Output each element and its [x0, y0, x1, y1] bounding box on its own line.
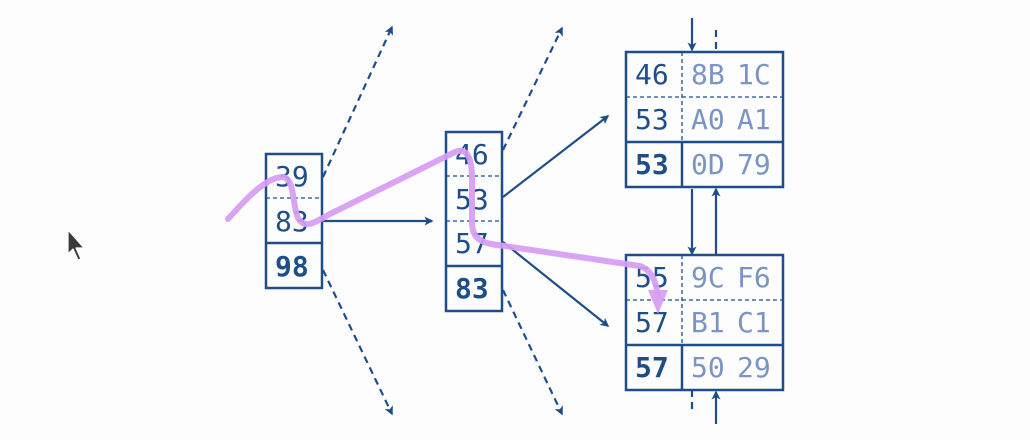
leaf-value: 50	[691, 351, 725, 384]
root-edge-up	[322, 25, 393, 178]
leaf-value: A0	[691, 103, 725, 136]
internal-edge-up	[502, 26, 563, 151]
leaf-key: 53	[635, 103, 669, 136]
leaf-value: 8B	[691, 58, 725, 91]
leaf-value: F6	[737, 261, 771, 294]
leaf-key: 57	[635, 306, 669, 339]
internal-key-max: 83	[455, 272, 489, 305]
leaf-key: 46	[635, 58, 669, 91]
edges	[322, 18, 721, 424]
search-path	[225, 147, 668, 314]
leaf-value: C1	[737, 306, 771, 339]
leaf-value: 79	[737, 148, 771, 181]
leaf-value: A1	[737, 103, 771, 136]
leaf-key-max: 53	[635, 148, 669, 181]
internal-edge-leaf-bottom	[502, 241, 610, 327]
leaf-node-top: 46 8B 1C 53 A0 A1 53 0D 79	[624, 50, 785, 189]
leaf-value: B1	[691, 306, 725, 339]
leaf-value: 29	[737, 351, 771, 384]
internal-edge-leaf-top	[502, 115, 610, 198]
root-edge-down	[322, 269, 393, 416]
leaf-value: 0D	[691, 148, 725, 181]
root-key-max: 98	[275, 250, 309, 283]
arrow-cursor-icon	[67, 229, 85, 261]
leaf-value: 1C	[737, 58, 771, 91]
internal-edge-down	[502, 289, 563, 416]
leaf-key-max: 57	[635, 351, 669, 384]
leaf-value: 9C	[691, 261, 725, 294]
